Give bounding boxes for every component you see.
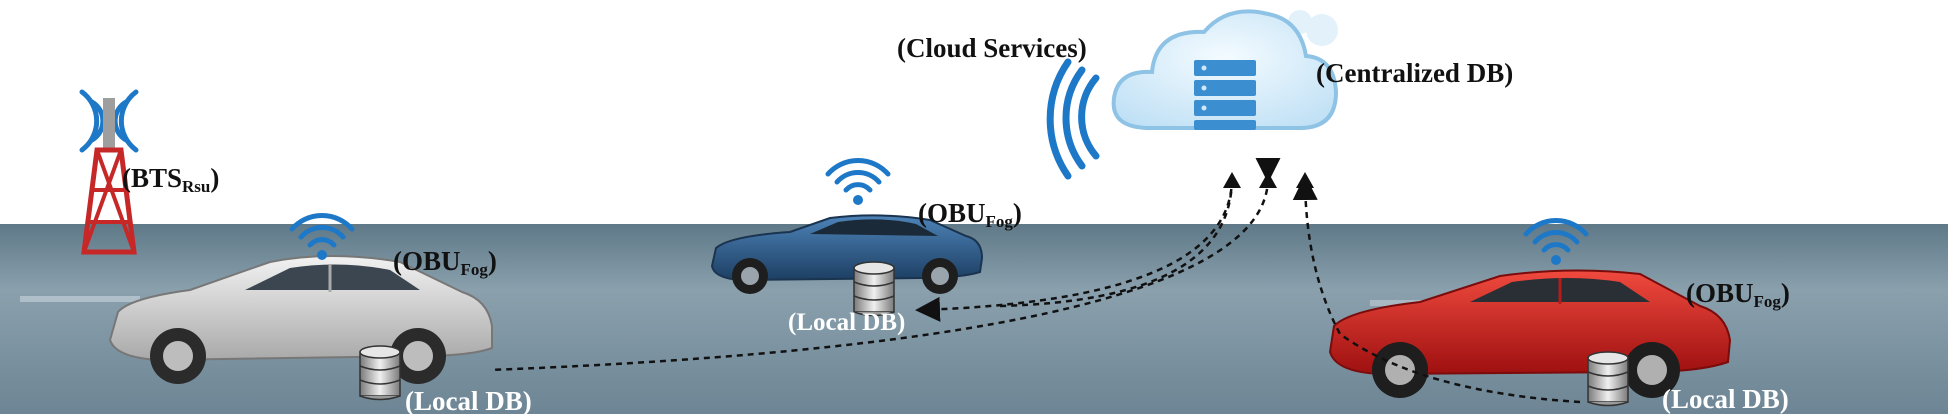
car-icon [1328, 269, 1732, 398]
cell-tower-icon [79, 89, 139, 255]
arrowhead-cloud-1 [1223, 172, 1241, 188]
arrowhead-cloud-3 [1296, 172, 1314, 188]
arrow-car3-db-to-cloud [1292, 175, 1581, 404]
arrow-car2-to-cloud [999, 177, 1234, 308]
bts-label: (BTSRsu) [122, 163, 219, 196]
car-icon [108, 255, 493, 384]
local-db-label: (Local DB) [1662, 384, 1789, 414]
obu-fog-label: (OBUFog) [393, 246, 497, 279]
cloud-services-label: (Cloud Services) [897, 33, 1087, 63]
arrow-car1-db-to-cloud [489, 157, 1281, 372]
database-icon [359, 345, 401, 401]
wifi-icon [828, 160, 888, 205]
server-icon [1194, 60, 1256, 130]
obu-fog-label: (OBUFog) [918, 198, 1022, 231]
arrowhead-cloud-2 [1259, 172, 1277, 188]
local-db-label: (Local DB) [405, 386, 532, 414]
database-icon [853, 261, 895, 317]
car-icon [710, 214, 984, 294]
local-db-label: (Local DB) [788, 309, 905, 336]
database-icon [1587, 351, 1629, 407]
road-motion-streak [20, 296, 140, 302]
centralized-db-label: (Centralized DB) [1316, 58, 1513, 88]
arrow-cloud-to-car2-db [915, 177, 1234, 322]
cloud-signal-icon [1046, 58, 1100, 180]
obu-fog-label: (OBUFog) [1686, 278, 1790, 311]
